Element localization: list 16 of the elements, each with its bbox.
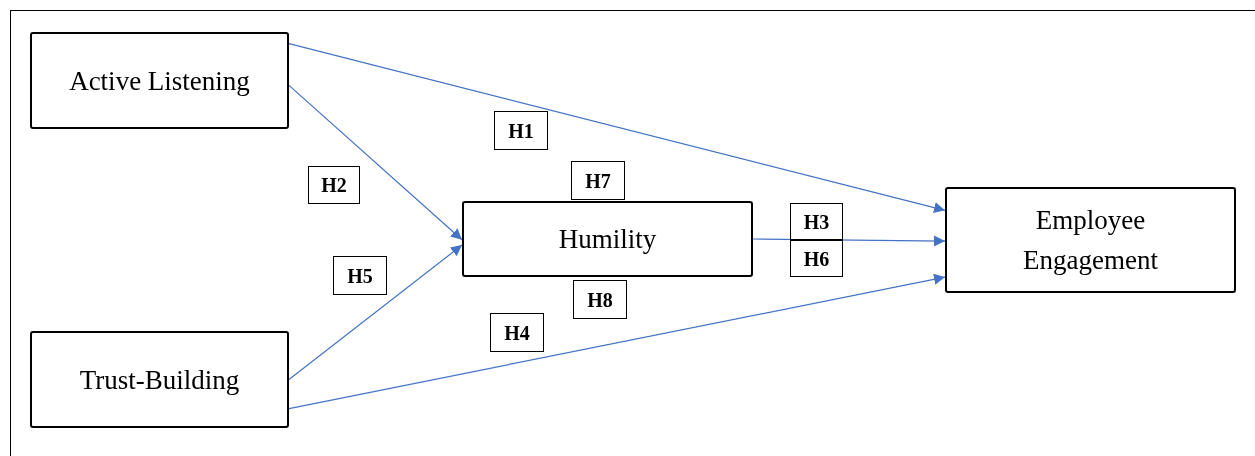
construct-box: Active Listening — [30, 32, 289, 129]
hypothesis-box: H5 — [333, 256, 387, 295]
construct-box: Trust-Building — [30, 331, 289, 428]
hypothesis-box: H3 — [790, 203, 843, 240]
hypothesis-box: H1 — [494, 111, 548, 150]
hypothesis-box: H2 — [308, 166, 360, 204]
construct-box: Humility — [462, 201, 753, 277]
hypothesis-box: H8 — [573, 280, 627, 319]
arrow — [288, 244, 463, 381]
construct-box: Employee Engagement — [945, 187, 1236, 293]
arrow — [288, 273, 946, 410]
arrow — [288, 84, 463, 241]
hypothesis-box: H7 — [571, 161, 625, 200]
arrow — [288, 43, 946, 213]
hypothesis-box: H6 — [790, 240, 843, 277]
hypothesis-box: H4 — [490, 313, 544, 352]
